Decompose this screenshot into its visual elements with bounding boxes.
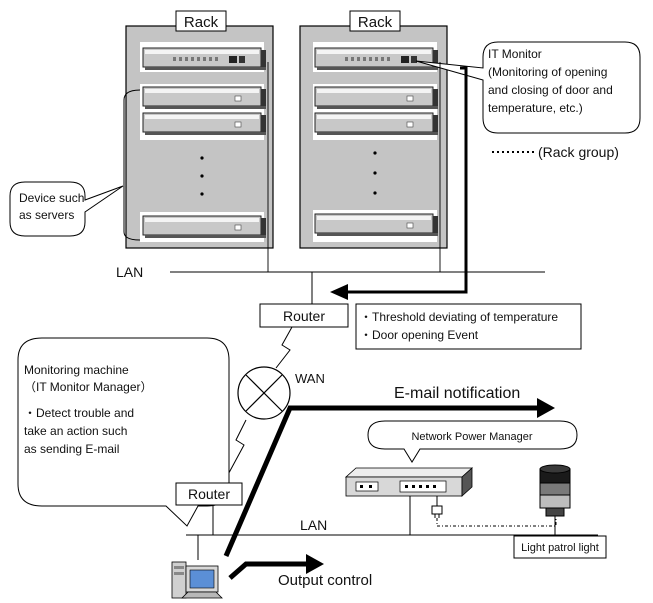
lan-bottom-label: LAN [300,517,327,533]
device-callout-line-1: Device such [19,191,84,205]
monitoring-line-5: take an action such [24,424,127,438]
router-bottom [175,482,243,506]
rack-2: Rack [299,10,448,249]
wan-label: WAN [295,371,325,386]
email-arrowhead [537,398,555,418]
monitoring-line-4: ・Detect trouble and [24,406,134,420]
it-monitor-unit [142,47,267,71]
output-control-path [228,561,308,580]
it-monitor-line-1: IT Monitor [488,47,542,61]
router-bottom-label: Router [188,486,230,502]
server-icon [314,86,439,110]
wan-link-bottom [223,419,247,483]
it-monitor-callout: IT Monitor (Monitoring of opening and cl… [415,41,641,134]
pc-icon [171,561,223,599]
device-callout-line-2: as servers [19,208,74,222]
rack-1-label: Rack [184,14,219,31]
wan-cloud-icon [237,366,291,420]
email-path [223,405,540,557]
server-icon [142,215,267,239]
patrol-light-cable [436,518,557,527]
server-icon [314,112,439,136]
it-monitor-icon [314,47,439,71]
light-patrol-box [513,535,607,559]
alert-arrowhead [330,284,348,300]
it-monitor-line-4: temperature, etc.) [488,101,583,115]
email-notification-label: E-mail notification [394,385,520,402]
router-top [259,303,349,328]
wan-link-top [275,326,293,369]
output-control-arrowhead [306,554,324,574]
monitoring-line-1: Monitoring machine [24,363,129,377]
output-control-label: Output control [278,572,372,589]
patrol-light-icon [539,464,571,535]
server-icon [142,86,267,110]
events-box: ・Threshold deviating of temperature ・Doo… [355,303,582,350]
rack-2-label: Rack [358,14,393,31]
light-patrol-label: Light patrol light [521,542,599,554]
monitoring-line-6: as sending E-mail [24,442,119,456]
network-power-manager-label: Network Power Manager [411,431,532,443]
router-top-label: Router [283,308,325,324]
power-manager-icon [344,467,474,497]
monitoring-callout: Monitoring machine （IT Monitor Manager） … [17,337,230,527]
it-monitor-line-3: and closing of door and [488,83,613,97]
server-icon [314,213,439,237]
plug-icon [431,496,443,518]
server-icon [142,112,267,136]
device-bracket [123,89,141,241]
rack-group-legend: (Rack group) [538,144,619,160]
lan-top-label: LAN [116,264,143,280]
it-monitor-line-2: (Monitoring of opening [488,65,607,79]
monitoring-line-2: （IT Monitor Manager） [24,380,153,394]
device-callout: Device such as servers [9,181,124,237]
event-line-2: ・Door opening Event [360,328,479,342]
npm-callout: Network Power Manager [367,420,578,463]
event-line-1: ・Threshold deviating of temperature [360,310,558,324]
rack-1: Rack [125,10,274,249]
